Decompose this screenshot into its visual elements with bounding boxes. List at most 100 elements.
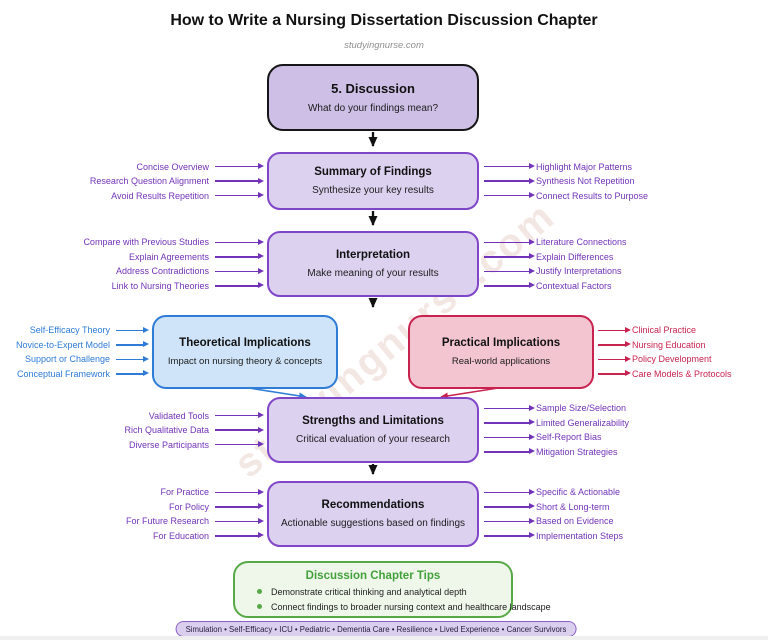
- flow-box-summary: Summary of Findings Synthesize your key …: [267, 152, 479, 210]
- connector-arrow-icon: [484, 239, 535, 244]
- connector-label-row: Compare with Previous Studies: [0, 237, 265, 247]
- connector-label: Justify Interpretations: [536, 266, 622, 277]
- connector-label: Self-Report Bias: [536, 432, 602, 443]
- connector-label-row: Novice-to-Expert Model: [0, 340, 150, 350]
- connector-label: Contextual Factors: [536, 280, 612, 291]
- connector-label: Literature Connections: [536, 237, 627, 248]
- connector-label: For Practice: [160, 487, 209, 498]
- connector-label-row: Conceptual Framework: [0, 369, 150, 379]
- flow-box-recommendations: Recommendations Actionable suggestions b…: [267, 481, 479, 547]
- tips-list: Demonstrate critical thinking and analyt…: [257, 587, 551, 612]
- connector-arrow-icon: [598, 327, 631, 332]
- discussion-start-box: 5. Discussion What do your findings mean…: [267, 64, 479, 131]
- connector-label-row: Literature Connections: [478, 237, 768, 247]
- box-title: Practical Implications: [441, 337, 561, 349]
- box-title: Recommendations: [321, 499, 425, 511]
- connector-label-row: Explain Agreements: [0, 252, 265, 262]
- box-subtitle: Critical evaluation of your research: [296, 434, 450, 445]
- connector-arrow-icon: [215, 239, 264, 244]
- connector-arrow-icon: [215, 532, 264, 538]
- connector-arrow-icon: [598, 370, 631, 376]
- connector-arrow-icon: [484, 405, 535, 410]
- connector-label-row: Highlight Major Patterns: [478, 162, 768, 172]
- connector-label: Conceptual Framework: [16, 368, 110, 379]
- box-subtitle: Make meaning of your results: [307, 268, 439, 279]
- box-title: Summary of Findings: [314, 166, 432, 178]
- connector-label: Synthesis Not Repetition: [536, 176, 635, 186]
- connector-label-row: For Future Research: [0, 516, 265, 526]
- connector-label: Care Models & Protocols: [632, 368, 732, 379]
- connector-label-row: Implementation Steps: [478, 531, 768, 541]
- connector-label-row: Diverse Participants: [0, 440, 265, 450]
- connector-arrow-icon: [484, 503, 535, 509]
- connector-label-row: Connect Results to Purpose: [478, 191, 768, 201]
- connector-arrow-icon: [484, 419, 535, 425]
- connector-label: Avoid Results Repetition: [111, 190, 209, 201]
- connector-label: Clinical Practice: [632, 325, 697, 336]
- connector-arrow-icon: [116, 341, 149, 347]
- connector-arrow-icon: [484, 253, 535, 259]
- connector-label: For Education: [152, 530, 209, 541]
- connector-arrow-icon: [484, 518, 535, 523]
- connector-label-row: Nursing Education: [592, 340, 768, 350]
- connector-label: Based on Evidence: [536, 516, 614, 527]
- connector-label-row: Rich Qualitative Data: [0, 425, 265, 435]
- connector-label: Nursing Education: [632, 339, 706, 350]
- connector-label-row: For Policy: [0, 502, 265, 512]
- connector-label: Research Question Alignment: [89, 176, 209, 186]
- page-title: How to Write a Nursing Dissertation Disc…: [170, 12, 598, 29]
- site-credit: studyingnurse.com: [344, 40, 424, 51]
- flow-box-interpretation: Interpretation Make meaning of your resu…: [267, 231, 479, 297]
- connector-label: Policy Development: [632, 354, 712, 365]
- box-title: 5. Discussion: [331, 81, 415, 96]
- connector-label: For Policy: [168, 501, 209, 512]
- connector-label-row: Research Question Alignment: [0, 176, 265, 186]
- connector-label-row: Support or Challenge: [0, 354, 150, 364]
- connector-arrow-icon: [215, 253, 264, 259]
- connector-arrow-icon: [215, 503, 264, 509]
- connector-label: Implementation Steps: [536, 530, 624, 541]
- footer-tags-pill: Simulation • Self-Efficacy • ICU • Pedia…: [175, 621, 577, 637]
- connector-label: Highlight Major Patterns: [536, 161, 633, 172]
- connector-label: Address Contradictions: [115, 266, 209, 277]
- connector-label: Diverse Participants: [128, 439, 209, 450]
- arrow-practical-to-strengths: [440, 387, 499, 400]
- connector-label-row: Contextual Factors: [478, 281, 768, 291]
- box-subtitle: What do your findings mean?: [307, 103, 439, 114]
- connector-label-row: Clinical Practice: [592, 325, 768, 335]
- connector-label: Sample Size/Selection: [536, 403, 627, 414]
- connector-arrow-icon: [215, 178, 264, 183]
- connector-arrow-icon: [484, 532, 535, 538]
- connector-arrow-icon: [484, 268, 535, 273]
- box-subtitle: Actionable suggestions based on findings: [280, 518, 466, 529]
- box-subtitle: Synthesize your key results: [312, 185, 434, 196]
- box-subtitle: Impact on nursing theory & concepts: [167, 356, 323, 367]
- bottom-strip: [0, 636, 768, 640]
- connector-label-row: Concise Overview: [0, 162, 265, 172]
- connector-arrow-icon: [116, 370, 149, 376]
- connector-arrow-icon: [215, 412, 264, 418]
- connector-label-row: Address Contradictions: [0, 266, 265, 276]
- connector-arrow-icon: [598, 356, 631, 361]
- connector-arrow-icon: [215, 518, 264, 523]
- box-title: Strengths and Limitations: [302, 415, 444, 427]
- connector-label: Compare with Previous Studies: [83, 237, 209, 248]
- connector-arrow-icon: [598, 341, 631, 347]
- connector-label-row: Explain Differences: [478, 252, 768, 262]
- tips-title: Discussion Chapter Tips: [305, 570, 441, 582]
- tips-box: Discussion Chapter Tips Demonstrate crit…: [233, 561, 551, 618]
- connector-arrow-icon: [484, 192, 535, 198]
- tip-item: Connect findings to broader nursing cont…: [257, 602, 551, 612]
- connector-label-row: For Practice: [0, 487, 265, 497]
- connector-label: Limited Generalizability: [536, 417, 630, 428]
- connector-label: For Future Research: [125, 516, 209, 527]
- box-title: Theoretical Implications: [179, 337, 311, 349]
- connector-arrow-icon: [215, 268, 264, 273]
- connector-label: Link to Nursing Theories: [111, 280, 209, 291]
- connector-label-row: Sample Size/Selection: [478, 403, 768, 413]
- connector-label-row: Avoid Results Repetition: [0, 191, 265, 201]
